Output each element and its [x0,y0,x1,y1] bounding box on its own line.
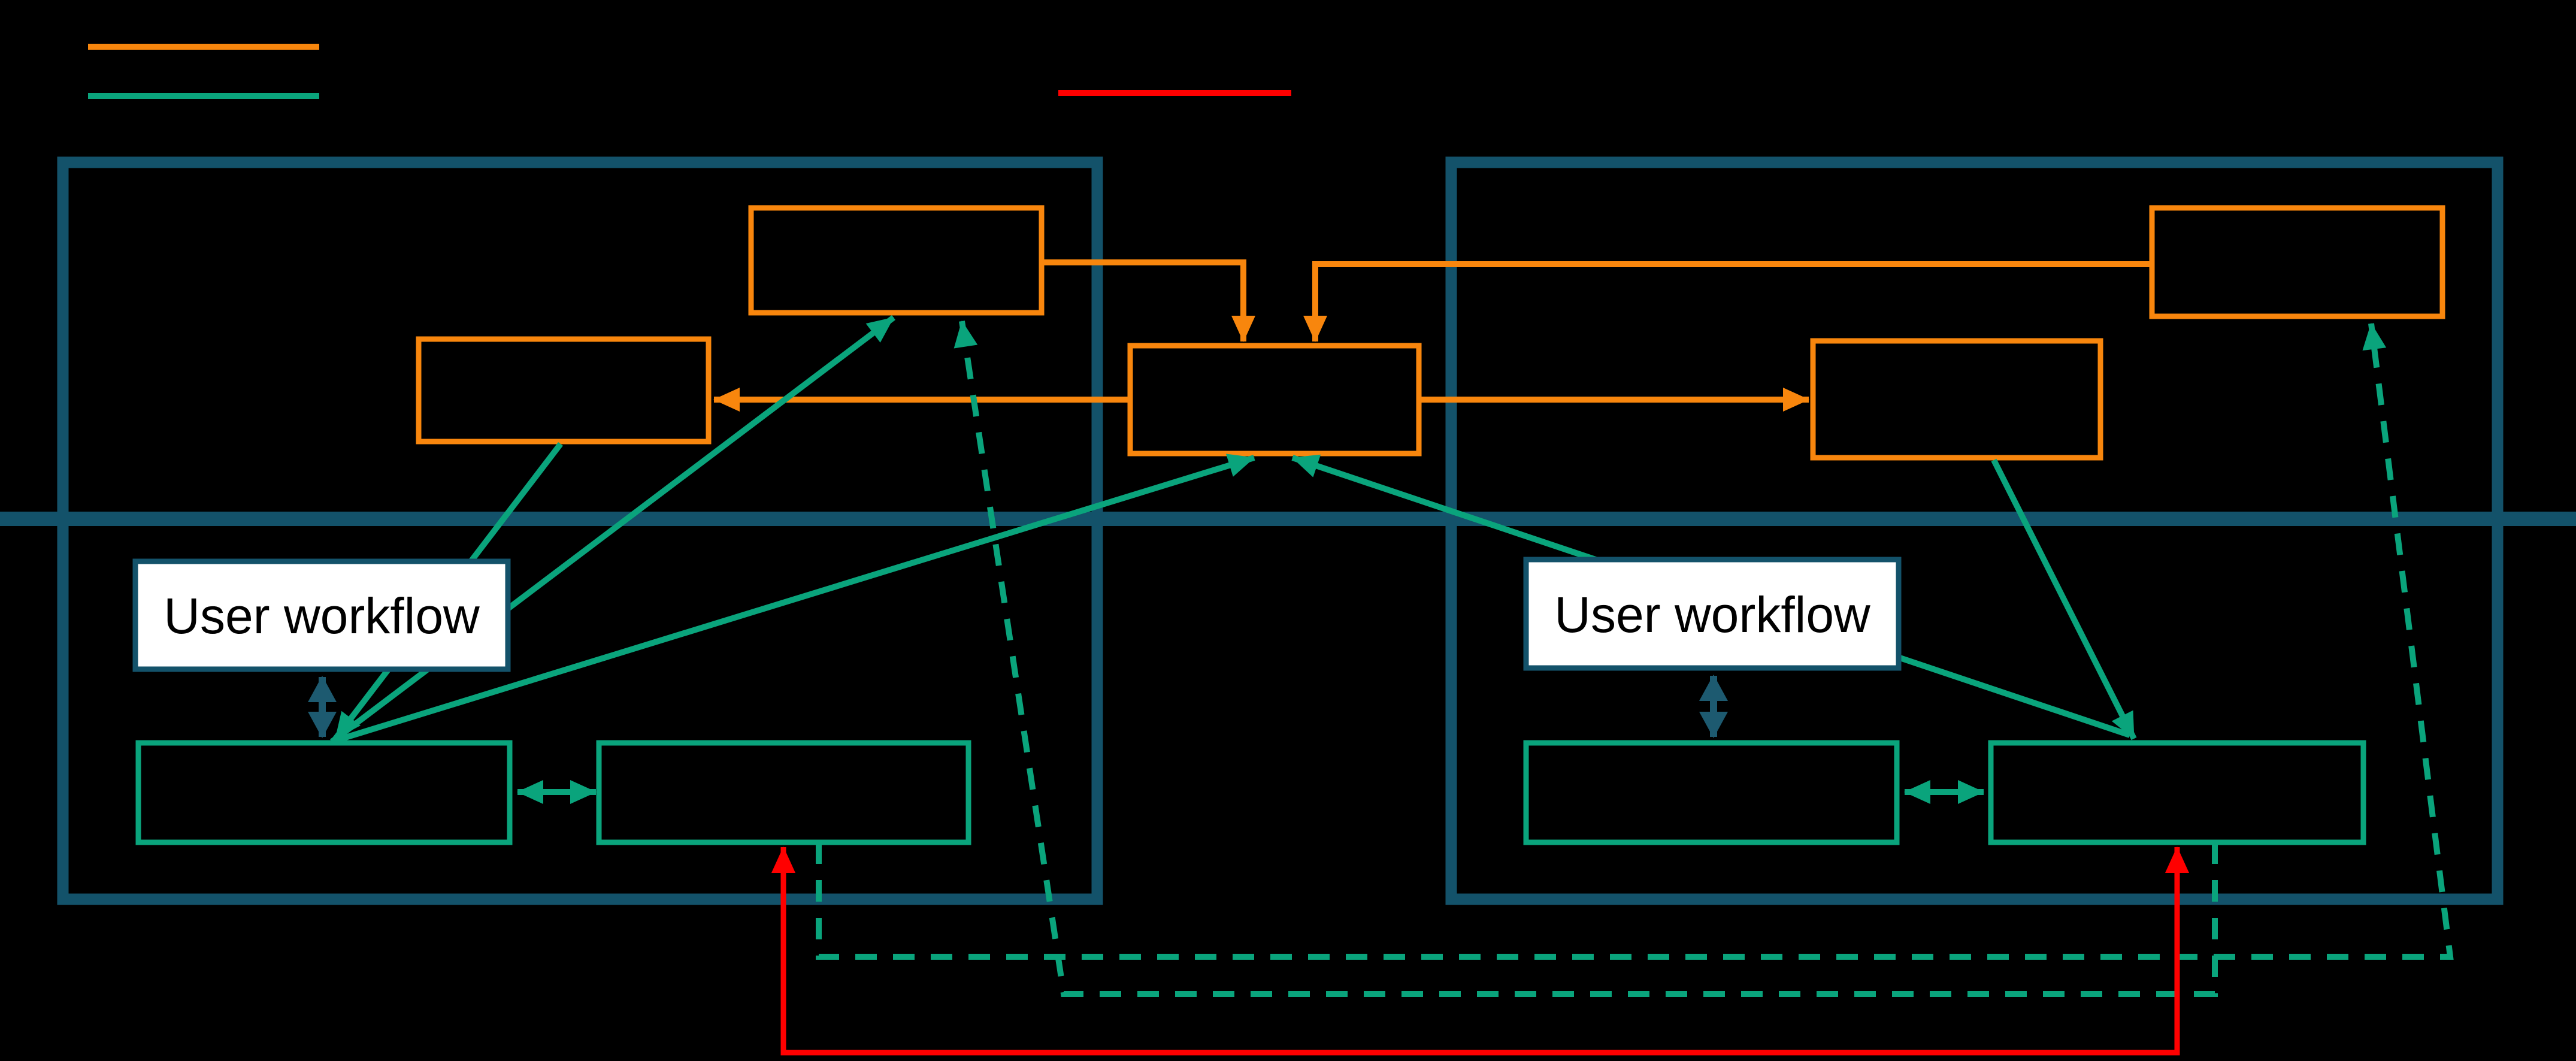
legend-green-flow-line [88,93,319,99]
right-environment-container [1445,156,2504,905]
legend-red-flow-line [1058,90,1291,96]
left-environment-container [57,156,1103,905]
line-right-user-workflow-to-green-secondary [1899,655,2131,738]
right-lower-orange-box [1810,338,2103,461]
right-user-workflow-label: User workflow [1554,587,1870,643]
right-user-workflow-box [1523,557,1902,671]
left-user-workflow: User workflow [132,558,511,672]
left-lower-orange-box [416,336,712,445]
left-green-box-secondary [596,740,971,845]
right-upper-orange-box [2149,205,2445,319]
arrow-right-upper-box-to-central-box [1303,261,2152,342]
left-green-box-primary [135,740,513,845]
arrow-left-upper-box-to-central-box [1042,259,1255,342]
right-green-box-primary [1523,740,1900,845]
right-user-workflow: User workflow [1523,557,1902,671]
legend-orange-flow-line [88,44,319,50]
central-orange-box [1127,343,1422,457]
left-upper-orange-box [748,205,1045,316]
arrow-right-lower-orange-to-green-secondary [1991,458,2137,740]
arrow-right-user-workflow-to-central-box [1291,454,1600,564]
arrow-left-green-primary-to-central-box [331,454,1255,745]
left-user-workflow-label: User workflow [164,588,480,644]
legend [88,44,1291,99]
dashed-arrow-left-green-secondary-to-right-upper-orange [816,323,2454,960]
dashed-arrow-right-green-secondary-to-left-upper-orange [953,321,2218,997]
red-arrow-between-green-secondary-boxes [771,847,2189,1056]
horizontal-section-divider [0,512,2576,526]
left-user-workflow-box [132,558,511,672]
right-green-box-secondary [1988,740,2366,845]
